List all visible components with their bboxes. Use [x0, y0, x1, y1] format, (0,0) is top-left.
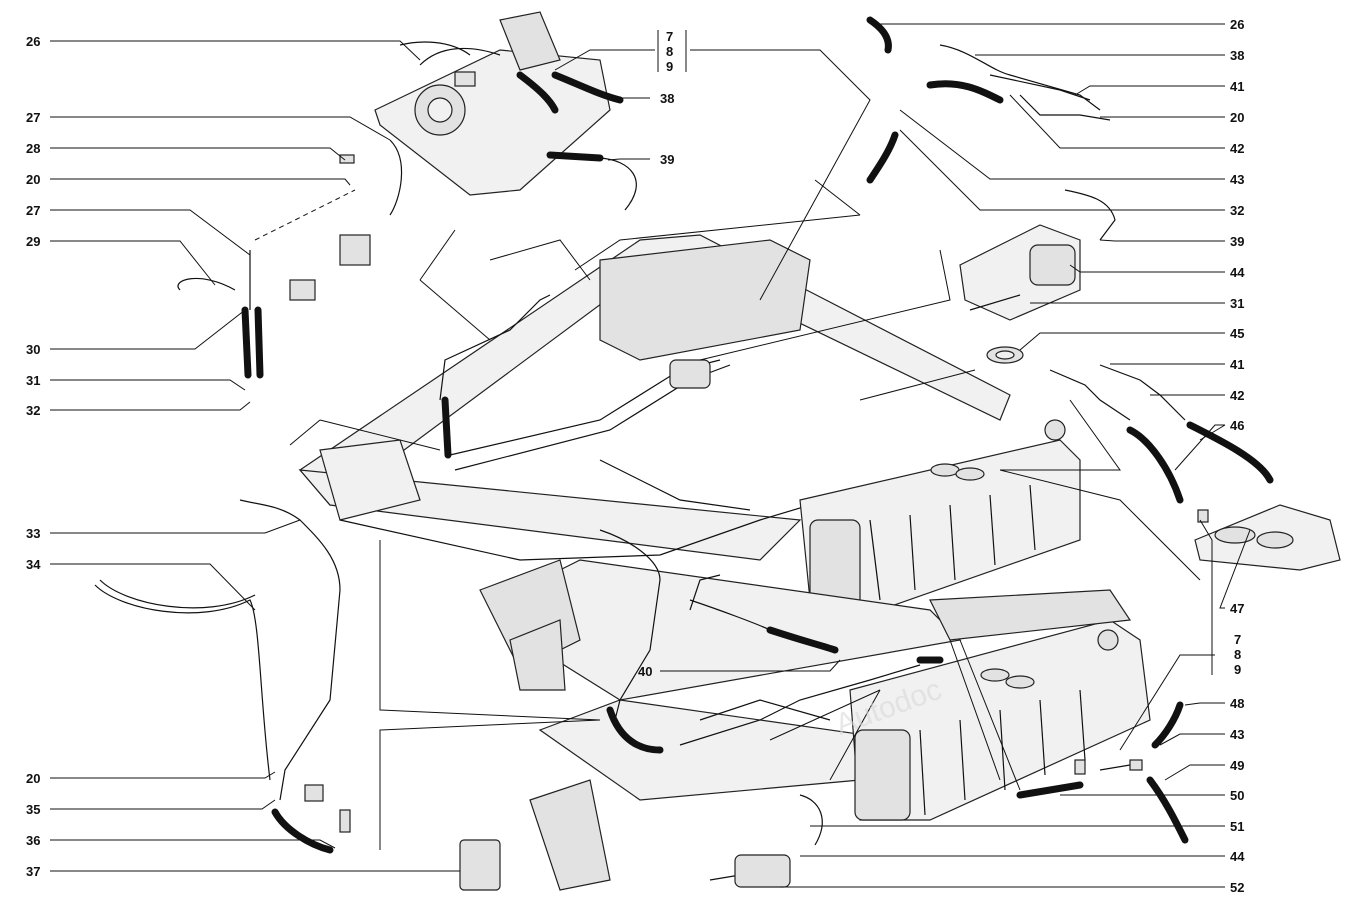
callout-left-2: 27 — [26, 110, 40, 125]
callouts-left: 26 27 28 20 27 29 30 31 32 33 34 20 35 3… — [26, 34, 41, 879]
fuel-filters — [669, 244, 1076, 888]
callout-inner-2: 39 — [660, 152, 674, 167]
callout-left-11: 34 — [26, 557, 41, 572]
callout-left-3: 28 — [26, 141, 40, 156]
callout-left-1: 26 — [26, 34, 40, 49]
callout-inner-1: 38 — [660, 91, 674, 106]
callout-group-right: 7 8 9 — [1234, 632, 1241, 677]
callout-group-top: 7 8 9 — [666, 29, 673, 74]
callout-left-7: 30 — [26, 342, 40, 357]
callout-right-1: 26 — [1230, 17, 1244, 32]
callout-left-4: 20 — [26, 172, 40, 187]
callout-right-16: 48 — [1230, 696, 1244, 711]
callout-left-14: 36 — [26, 833, 40, 848]
rear-tank-top-inset — [374, 11, 611, 196]
group-right-item-1: 7 — [1234, 632, 1241, 647]
callout-left-10: 33 — [26, 526, 40, 541]
callout-right-5: 42 — [1230, 141, 1244, 156]
lower-chassis-frame — [479, 559, 962, 891]
callout-right-12: 41 — [1230, 357, 1244, 372]
callout-right-19: 50 — [1230, 788, 1244, 803]
fuel-tank-middle — [799, 419, 1081, 611]
callout-right-17: 43 — [1230, 727, 1244, 742]
leader-lines — [50, 23, 1251, 888]
main-chassis-frame — [298, 234, 1011, 561]
callout-right-22: 52 — [1230, 880, 1244, 895]
callout-right-8: 39 — [1230, 234, 1244, 249]
callout-left-15: 37 — [26, 864, 40, 879]
callout-left-9: 32 — [26, 403, 40, 418]
callout-right-14: 46 — [1230, 418, 1244, 433]
callout-right-9: 44 — [1230, 265, 1245, 280]
callout-right-21: 44 — [1230, 849, 1245, 864]
callout-left-6: 29 — [26, 234, 40, 249]
group-top-item-2: 8 — [666, 44, 673, 59]
small-parts — [289, 154, 1209, 891]
callout-right-7: 32 — [1230, 203, 1244, 218]
callout-right-10: 31 — [1230, 296, 1244, 311]
group-right-item-2: 8 — [1234, 647, 1241, 662]
group-top-item-1: 7 — [666, 29, 673, 44]
callouts-inner: 38 39 40 — [638, 91, 674, 679]
callout-right-3: 41 — [1230, 79, 1244, 94]
fuel-tank-lower — [849, 589, 1151, 821]
callouts-right: 26 38 41 20 42 43 32 39 44 31 45 41 42 4… — [1230, 17, 1245, 895]
callout-right-4: 20 — [1230, 110, 1244, 125]
callout-left-12: 20 — [26, 771, 40, 786]
callout-left-5: 27 — [26, 203, 40, 218]
callout-right-13: 42 — [1230, 388, 1244, 403]
callout-right-11: 45 — [1230, 326, 1244, 341]
fuel-hoses — [241, 16, 1274, 854]
callout-left-13: 35 — [26, 802, 40, 817]
group-top-item-3: 9 — [666, 59, 673, 74]
callout-right-15: 47 — [1230, 601, 1244, 616]
callout-right-20: 51 — [1230, 819, 1244, 834]
group-right-item-3: 9 — [1234, 662, 1241, 677]
callout-right-6: 43 — [1230, 172, 1244, 187]
callout-right-18: 49 — [1230, 758, 1244, 773]
callout-inner-3: 40 — [638, 664, 652, 679]
callout-left-8: 31 — [26, 373, 40, 388]
callout-right-2: 38 — [1230, 48, 1244, 63]
